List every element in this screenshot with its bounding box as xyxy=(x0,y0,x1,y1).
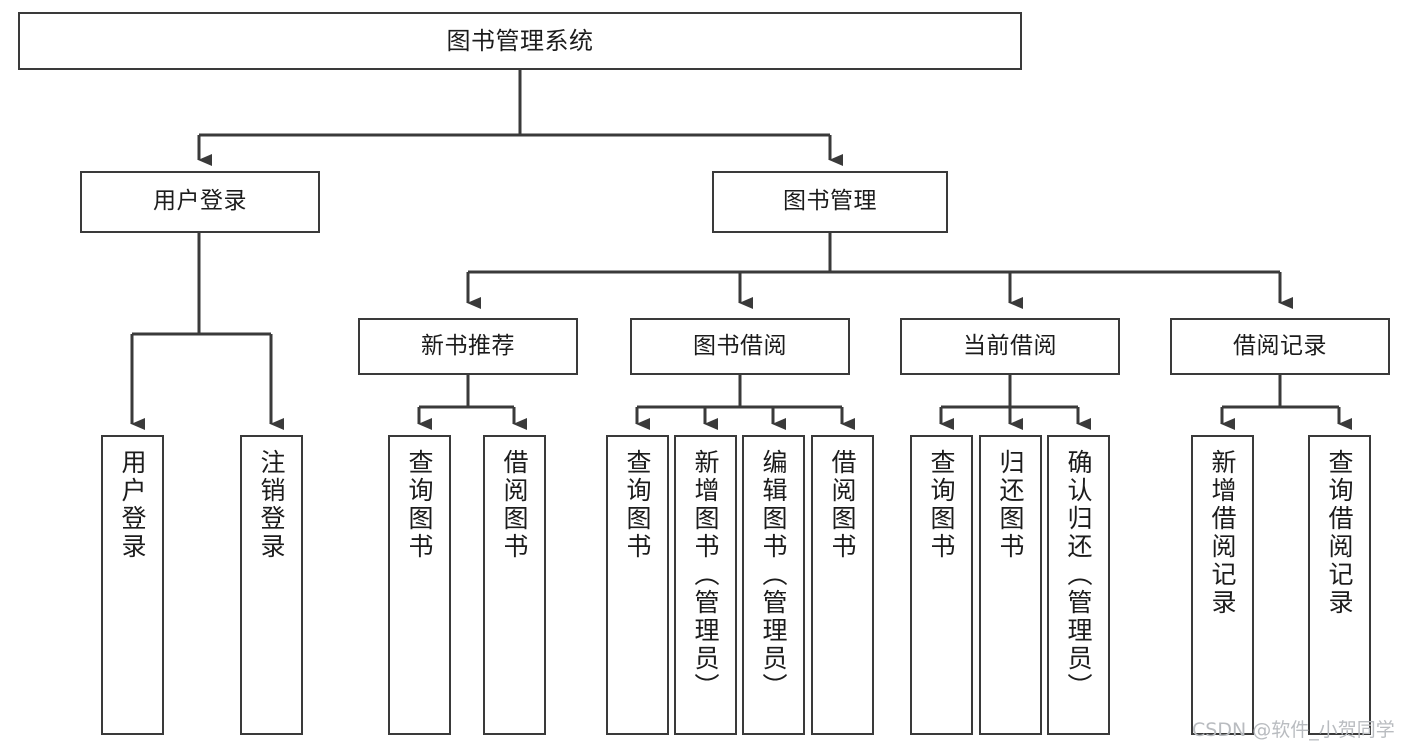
node-leaf-query-book-3[interactable]: 查询图书 xyxy=(910,435,973,735)
node-current-borrow[interactable]: 当前借阅 xyxy=(900,318,1120,375)
node-leaf-edit-book[interactable]: 编辑图书（管理员） xyxy=(742,435,805,735)
node-book-manage[interactable]: 图书管理 xyxy=(712,171,948,233)
node-book-borrow-label: 图书借阅 xyxy=(693,332,787,359)
node-borrow-record-label: 借阅记录 xyxy=(1233,332,1327,359)
node-leaf-confirm-return-label: 确认归还（管理员） xyxy=(1064,449,1093,701)
node-leaf-query-record[interactable]: 查询借阅记录 xyxy=(1308,435,1371,735)
node-leaf-add-book[interactable]: 新增图书（管理员） xyxy=(674,435,737,735)
node-user-login-label: 用户登录 xyxy=(153,188,247,215)
node-leaf-borrow-book-1[interactable]: 借阅图书 xyxy=(483,435,546,735)
node-borrow-record[interactable]: 借阅记录 xyxy=(1170,318,1390,375)
node-leaf-borrow-book-1-label: 借阅图书 xyxy=(500,449,529,561)
node-leaf-add-book-label: 新增图书（管理员） xyxy=(691,449,720,701)
node-leaf-return-book-label: 归还图书 xyxy=(996,449,1025,561)
node-leaf-user-login-label: 用户登录 xyxy=(118,449,147,561)
node-root[interactable]: 图书管理系统 xyxy=(18,12,1022,70)
node-leaf-query-book-2-label: 查询图书 xyxy=(623,449,652,561)
node-user-login[interactable]: 用户登录 xyxy=(80,171,320,233)
node-leaf-query-book-1-label: 查询图书 xyxy=(405,449,434,561)
node-leaf-query-book-2[interactable]: 查询图书 xyxy=(606,435,669,735)
node-leaf-query-book-1[interactable]: 查询图书 xyxy=(388,435,451,735)
node-book-borrow[interactable]: 图书借阅 xyxy=(630,318,850,375)
node-leaf-query-book-3-label: 查询图书 xyxy=(927,449,956,561)
node-leaf-confirm-return[interactable]: 确认归还（管理员） xyxy=(1047,435,1110,735)
node-leaf-borrow-book-2[interactable]: 借阅图书 xyxy=(811,435,874,735)
node-leaf-user-logout-label: 注销登录 xyxy=(257,449,286,561)
node-leaf-add-record-label: 新增借阅记录 xyxy=(1208,449,1237,617)
node-leaf-add-record[interactable]: 新增借阅记录 xyxy=(1191,435,1254,735)
node-new-book-rec-label: 新书推荐 xyxy=(421,332,515,359)
node-book-manage-label: 图书管理 xyxy=(783,188,877,215)
node-new-book-rec[interactable]: 新书推荐 xyxy=(358,318,578,375)
node-leaf-borrow-book-2-label: 借阅图书 xyxy=(828,449,857,561)
node-leaf-user-logout[interactable]: 注销登录 xyxy=(240,435,303,735)
node-leaf-return-book[interactable]: 归还图书 xyxy=(979,435,1042,735)
node-current-borrow-label: 当前借阅 xyxy=(963,332,1057,359)
node-leaf-user-login[interactable]: 用户登录 xyxy=(101,435,164,735)
node-root-label: 图书管理系统 xyxy=(446,26,594,55)
node-leaf-query-record-label: 查询借阅记录 xyxy=(1325,449,1354,617)
node-leaf-edit-book-label: 编辑图书（管理员） xyxy=(759,449,788,701)
